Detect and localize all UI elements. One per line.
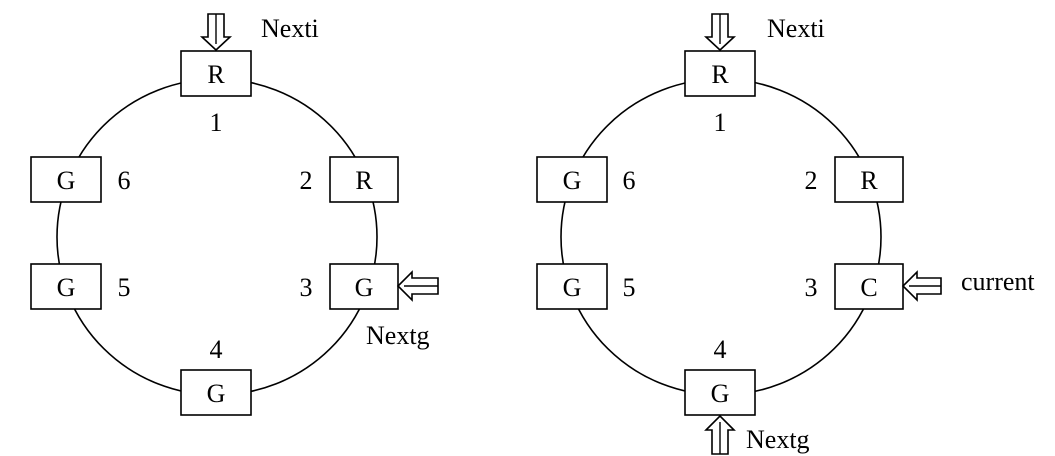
right-node-5-box	[536, 263, 608, 310]
right-node-1-state: R	[711, 60, 729, 89]
right-node-3-state: C	[860, 273, 877, 302]
right-node-4-number: 4	[714, 335, 727, 364]
left-node-2-state: R	[355, 166, 373, 195]
right-nextg-label: Nextg	[746, 425, 810, 454]
left-node-4-number: 4	[210, 335, 223, 364]
right-node-3-box	[834, 263, 904, 310]
right-node-6-box	[536, 156, 608, 203]
left-nexti-label: Nexti	[261, 14, 319, 43]
left-node-6-state: G	[57, 166, 76, 195]
left-node-5-number: 5	[118, 273, 131, 302]
left-node-2-number: 2	[300, 166, 313, 195]
left-node-1-state: R	[207, 60, 225, 89]
left-nextg-label: Nextg	[366, 321, 430, 350]
right-node-6-state: G	[563, 166, 582, 195]
right-current-label: current	[961, 267, 1035, 296]
right-node-1-box	[684, 50, 756, 97]
right-node-4-state: G	[711, 379, 730, 408]
left-node-3-number: 3	[300, 273, 313, 302]
right-node-5-state: G	[563, 273, 582, 302]
left-node-4-state: G	[207, 379, 226, 408]
left-node-5-box	[30, 263, 102, 310]
left-ring-diagram: R 1 R 2 G 3 G 4 G 5 G 6 Nexti Nextg	[30, 13, 439, 416]
right-node-2-number: 2	[805, 166, 818, 195]
right-node-5-number: 5	[623, 273, 636, 302]
left-node-5-state: G	[57, 273, 76, 302]
right-node-6-number: 6	[623, 166, 636, 195]
left-node-2-box	[329, 156, 399, 203]
right-node-2-box	[834, 156, 904, 203]
left-node-3-state: G	[355, 273, 374, 302]
left-node-1-number: 1	[210, 108, 223, 137]
left-node-6-box	[30, 156, 102, 203]
right-node-1-number: 1	[714, 108, 727, 137]
right-nexti-label: Nexti	[767, 14, 825, 43]
left-node-4-box	[180, 369, 252, 416]
right-node-3-number: 3	[805, 273, 818, 302]
right-node-2-state: R	[860, 166, 878, 195]
left-node-6-number: 6	[118, 166, 131, 195]
right-ring-diagram: R 1 R 2 C 3 G 4 G 5 G 6 Nexti current Ne…	[536, 13, 1035, 455]
right-node-4-box	[684, 369, 756, 416]
